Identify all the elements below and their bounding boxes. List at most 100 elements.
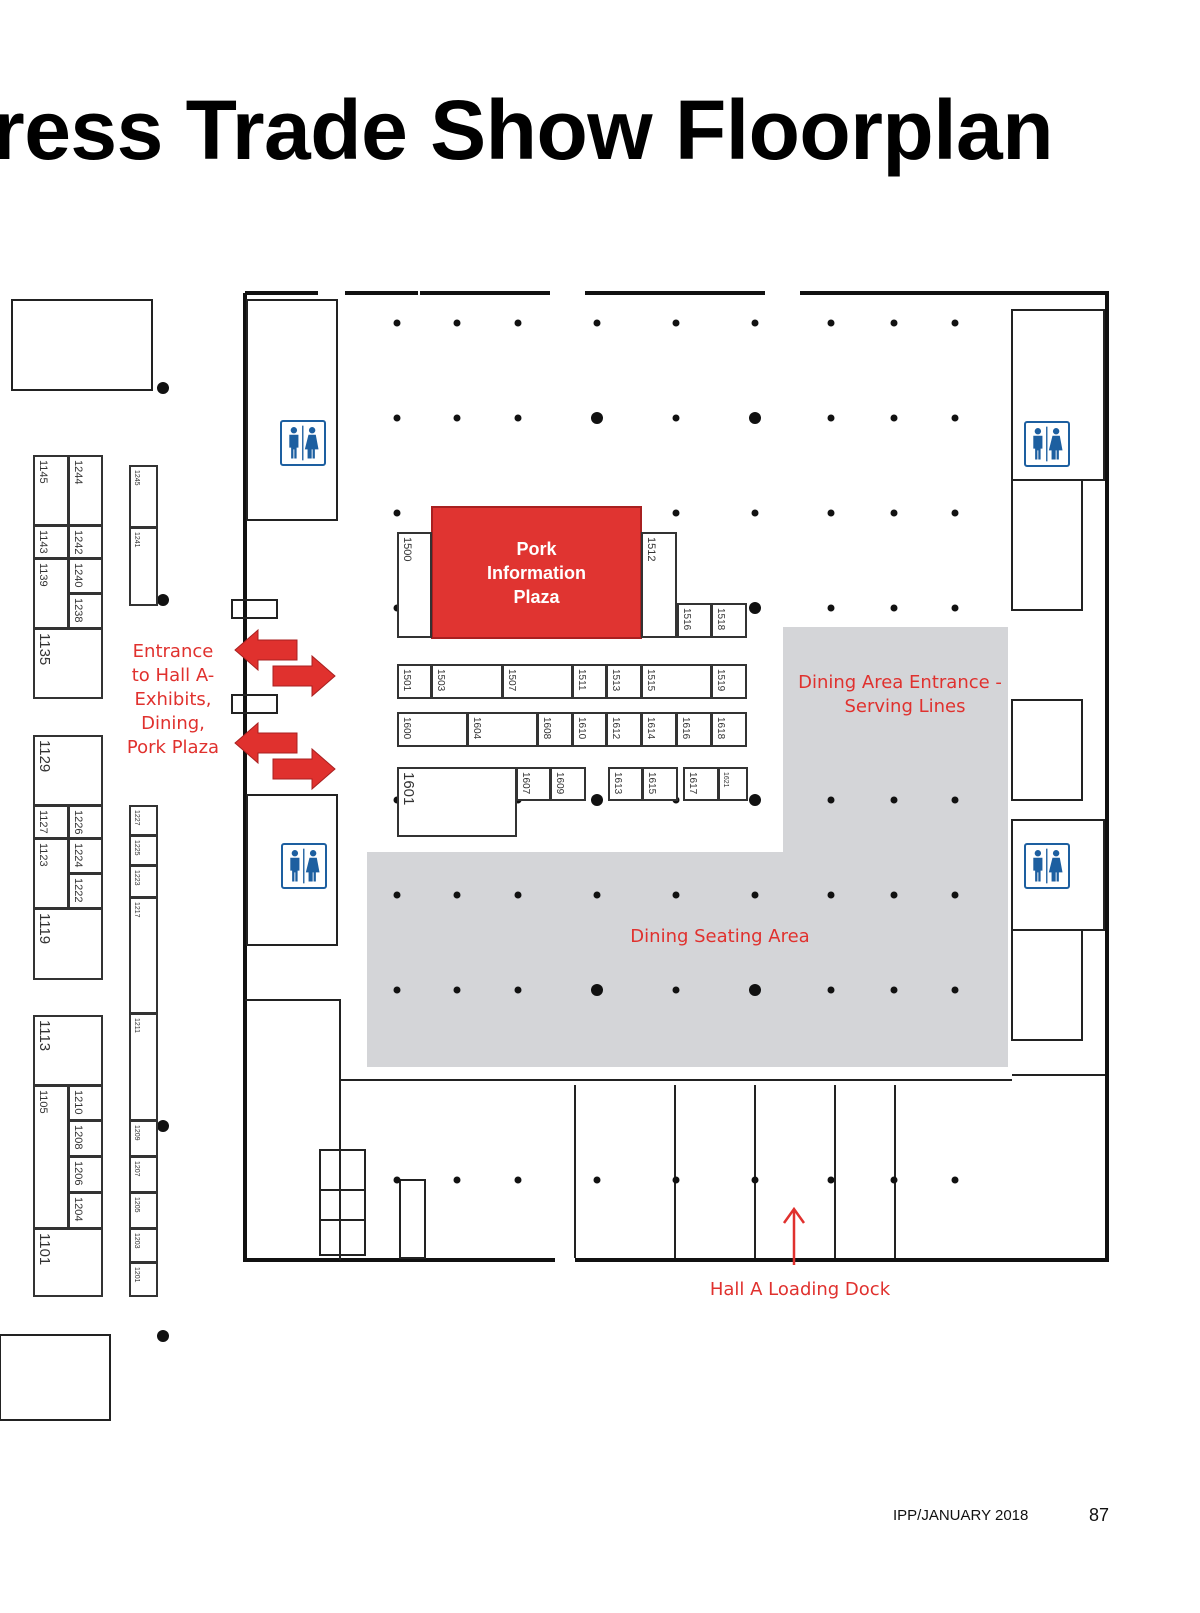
column-dot [951, 891, 959, 899]
booth: 1222 [68, 873, 103, 909]
restroom-icon [281, 843, 327, 889]
booth-number: 1511 [576, 669, 587, 691]
restroom-icon [1024, 843, 1070, 889]
column-dot [393, 891, 401, 899]
booth-number: 1513 [610, 669, 621, 692]
column-dot [951, 604, 959, 612]
column-dot [393, 1176, 401, 1184]
booth: 1614 [641, 712, 677, 747]
booth-number: 1127 [37, 810, 49, 834]
plaza-label-2: Information [487, 562, 586, 583]
column-dot [393, 319, 401, 327]
column-dot [749, 602, 761, 614]
column-dot [593, 319, 601, 327]
column-dot [672, 1176, 680, 1184]
booth: 1227 [129, 805, 158, 836]
booth-number: 1205 [133, 1197, 140, 1213]
booth: 1206 [68, 1156, 103, 1193]
booth-number: 1129 [36, 740, 53, 773]
booth-number: 1621 [722, 772, 729, 788]
entrance-label: Entrance to Hall A- Exhibits, Dining, Po… [118, 640, 228, 760]
booth: 1604 [467, 712, 538, 747]
column-dot [157, 594, 169, 606]
column-dot [453, 1176, 461, 1184]
booth: 1223 [129, 865, 158, 898]
booth-number: 1241 [133, 532, 140, 548]
column-dot [827, 414, 835, 422]
dining-seating-label: Dining Seating Area [630, 926, 810, 947]
booth-number: 1222 [72, 878, 84, 903]
column-dot [514, 891, 522, 899]
booth: 1518 [711, 603, 747, 638]
dining-serving-area [783, 627, 1008, 853]
booth: 1203 [129, 1228, 158, 1263]
booth-number: 1143 [37, 530, 49, 554]
column-dot [453, 414, 461, 422]
restroom-icon [1024, 421, 1070, 467]
booth: 1607 [516, 767, 551, 801]
column-dot [514, 986, 522, 994]
booth: 1500 [397, 532, 432, 638]
column-dot [672, 891, 680, 899]
booth-number: 1512 [645, 537, 657, 562]
booth-number: 1139 [37, 563, 49, 587]
restroom-icon [280, 420, 326, 466]
column-dot [827, 796, 835, 804]
column-dot [827, 1176, 835, 1184]
column-dot [951, 796, 959, 804]
loading-dock-label: Hall A Loading Dock [709, 1279, 891, 1300]
entrance-arrow-icon [234, 628, 336, 791]
booth: 1503 [431, 664, 503, 699]
booth: 1608 [537, 712, 573, 747]
booth: 1105 [33, 1085, 69, 1229]
booth: 1211 [129, 1013, 158, 1121]
booth: 1208 [68, 1120, 103, 1157]
booth: 1207 [129, 1156, 158, 1193]
booth: 1600 [397, 712, 468, 747]
column-dot [749, 412, 761, 424]
column-dot [593, 1176, 601, 1184]
booth-number: 1516 [681, 608, 692, 631]
booth-number: 1519 [715, 669, 726, 692]
booth: 1210 [68, 1085, 103, 1121]
column-dot [951, 414, 959, 422]
column-dot [157, 1330, 169, 1342]
booth: 1511 [572, 664, 607, 699]
column-dot [514, 319, 522, 327]
column-dot [890, 796, 898, 804]
page-title: ress Trade Show Floorplan [0, 83, 1054, 177]
booth-number: 1500 [401, 537, 413, 562]
column-dot [157, 1120, 169, 1132]
column-dot [827, 509, 835, 517]
booth: 1501 [397, 664, 432, 699]
column-dot [749, 984, 761, 996]
booth: 1205 [129, 1192, 158, 1229]
column-dot [157, 382, 169, 394]
booth-number: 1507 [506, 669, 517, 692]
booth-number: 1217 [133, 902, 140, 918]
booth: 1145 [33, 455, 69, 526]
booth-number: 1113 [36, 1020, 53, 1052]
booth-number: 1613 [612, 772, 623, 795]
booth-number: 1203 [133, 1233, 140, 1249]
booth-number: 1240 [72, 563, 84, 588]
booth-number: 1204 [72, 1197, 84, 1222]
column-dot [453, 986, 461, 994]
entrance-line: Exhibits, [134, 689, 212, 710]
column-dot [393, 414, 401, 422]
booth-number: 1615 [646, 772, 657, 795]
booth-number: 1610 [576, 717, 587, 740]
booth: 1143 [33, 525, 69, 559]
column-dot [393, 986, 401, 994]
publication-footer: IPP/JANUARY 2018 [893, 1507, 1029, 1524]
booth-number: 1211 [133, 1018, 140, 1034]
column-dot [514, 1176, 522, 1184]
entrance-line: to Hall A- [131, 665, 215, 686]
column-dot [593, 891, 601, 899]
booth-number: 1209 [133, 1125, 140, 1141]
booth-number: 1515 [645, 669, 656, 692]
booth-number: 1607 [520, 772, 531, 795]
booth-number: 1601 [400, 772, 417, 806]
